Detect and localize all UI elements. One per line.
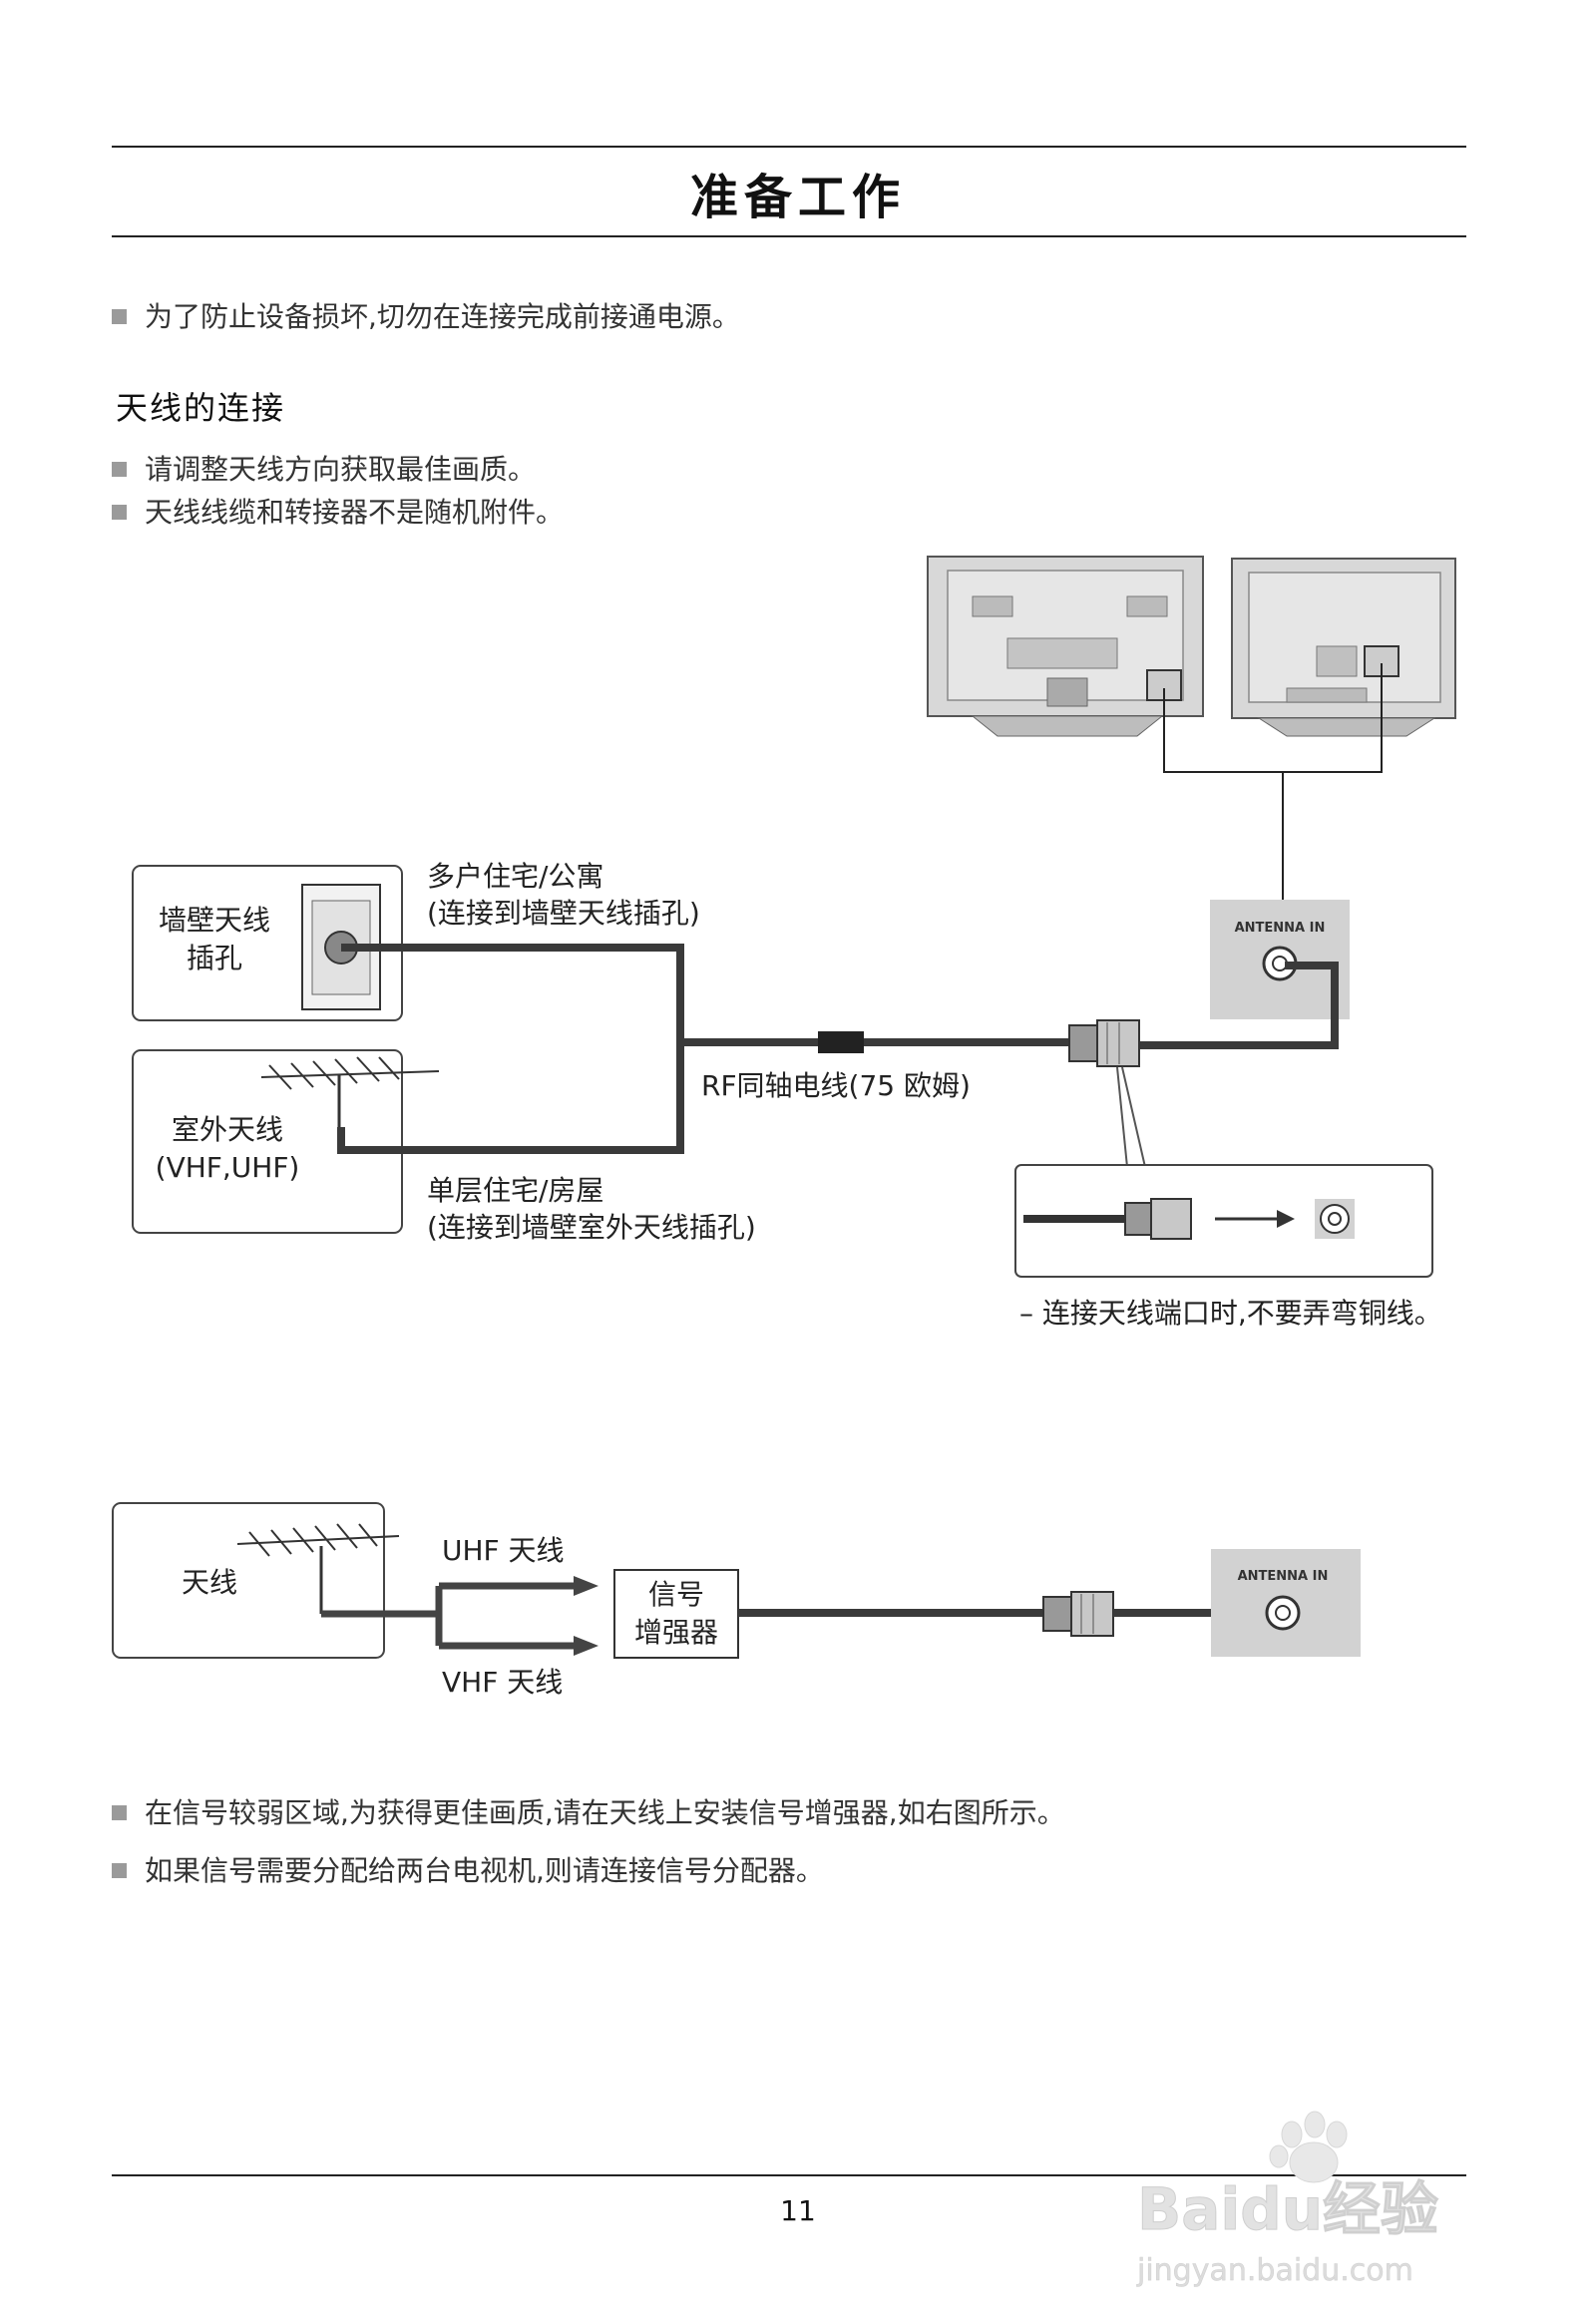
- coax-plug-icon: [1124, 1198, 1192, 1240]
- antenna-icon: [236, 1523, 400, 1614]
- arrow-right-icon: [574, 1636, 598, 1656]
- bullet-square-icon: [112, 461, 127, 477]
- coax-plug-icon: [1042, 1591, 1114, 1637]
- outdoor-antenna-label-line2: (VHF,UHF): [156, 1151, 300, 1184]
- coax-plug-icon: [1068, 1019, 1140, 1067]
- antenna-in-label: ANTENNA IN: [1235, 921, 1326, 936]
- antenna-in-port-icon: [1210, 900, 1350, 1019]
- cable-joint-icon: [818, 1031, 864, 1053]
- booster-bullet: 在信号较弱区域,为获得更佳画质,请在天线上安装信号增强器,如右图所示。: [112, 1791, 1065, 1831]
- tv-rear-icon: [927, 556, 1204, 737]
- uhf-vhf-lines: [321, 1582, 579, 1650]
- booster-label-line2: 增强器: [634, 1616, 718, 1649]
- antenna-in-label: ANTENNA IN: [1238, 1569, 1329, 1584]
- intro-bullet-text: 为了防止设备损坏,切勿在连接完成前接通电源。: [145, 300, 740, 333]
- uhf-label: UHF 天线: [442, 1534, 565, 1567]
- booster-label-line1: 信号: [648, 1578, 704, 1611]
- paw-icon: [1269, 2111, 1348, 2183]
- top-rule: [112, 146, 1466, 148]
- page-number: 11: [780, 2194, 816, 2227]
- bullet-square-icon: [112, 504, 127, 520]
- intro-bullet: 为了防止设备损坏,切勿在连接完成前接通电源。: [112, 295, 740, 335]
- wall-jack-label-line1: 墙壁天线: [159, 904, 270, 937]
- callout-box: [1014, 1164, 1433, 1278]
- booster-bullet-text: 在信号较弱区域,为获得更佳画质,请在天线上安装信号增强器,如右图所示。: [145, 1796, 1065, 1829]
- bullet-square-icon: [112, 1862, 127, 1878]
- wall-jack-label-line2: 插孔: [187, 942, 242, 974]
- baidu-watermark-logo: Baidu经验 jingyan.baidu.com: [1136, 2111, 1439, 2288]
- callout-pointer: [1116, 1066, 1147, 1168]
- antenna-in-port-icon: [1211, 1549, 1361, 1657]
- arrow-right-icon: [574, 1576, 598, 1596]
- bend-warning-note: – 连接天线端口时,不要弄弯铜线。: [1019, 1297, 1442, 1330]
- antenna-bullet-2-text: 天线线缆和转接器不是随机附件。: [145, 496, 565, 529]
- page-title: 准备工作: [689, 170, 906, 225]
- antenna-connection-diagram: ANTENNA IN 墙壁天线 插孔 室外天线 (VHF,UHF) 多户住宅/公…: [132, 556, 1456, 1330]
- apartment-label-line1: 多户住宅/公寓: [427, 860, 603, 893]
- splitter-bullet-text: 如果信号需要分配给两台电视机,则请连接信号分配器。: [145, 1854, 824, 1887]
- outdoor-antenna-icon: [260, 1056, 440, 1127]
- bullet-square-icon: [112, 308, 127, 324]
- coaxial-cable-lines: [337, 944, 1339, 1154]
- splitter-bullet: 如果信号需要分配给两台电视机,则请连接信号分配器。: [112, 1849, 824, 1889]
- house-label-line1: 单层住宅/房屋: [427, 1174, 603, 1207]
- watermark-brand: Baidu经验: [1137, 2175, 1438, 2243]
- antenna-socket-icon: [1315, 1199, 1355, 1239]
- tv-rear-icon: [1231, 558, 1456, 737]
- signal-booster-diagram: 天线 UHF 天线 VHF 天线 信号 增强器 ANTENNA IN: [112, 1502, 1361, 1699]
- section-heading: 天线的连接: [116, 389, 286, 427]
- antenna-bullet-2: 天线线缆和转接器不是随机附件。: [112, 491, 564, 531]
- antenna-bullet-1-text: 请调整天线方向获取最佳画质。: [145, 453, 537, 486]
- vhf-label: VHF 天线: [442, 1666, 563, 1699]
- apartment-label-line2: (连接到墙壁天线插孔): [427, 897, 700, 930]
- title-rule: [112, 235, 1466, 237]
- rf-cable-label: RF同轴电线(75 欧姆): [701, 1069, 971, 1102]
- outdoor-antenna-box: [132, 1049, 403, 1234]
- arrow-right-icon: [1215, 1210, 1295, 1228]
- watermark-url: jingyan.baidu.com: [1136, 2253, 1413, 2288]
- antenna-box: [112, 1502, 385, 1659]
- outdoor-antenna-label-line1: 室外天线: [172, 1113, 283, 1146]
- bullet-square-icon: [112, 1804, 127, 1820]
- footer-rule: [112, 2174, 1466, 2176]
- signal-booster-box: [613, 1569, 739, 1659]
- house-label-line2: (连接到墙壁室外天线插孔): [427, 1211, 756, 1244]
- antenna-box-label: 天线: [182, 1566, 237, 1599]
- antenna-bullet-1: 请调整天线方向获取最佳画质。: [112, 448, 536, 488]
